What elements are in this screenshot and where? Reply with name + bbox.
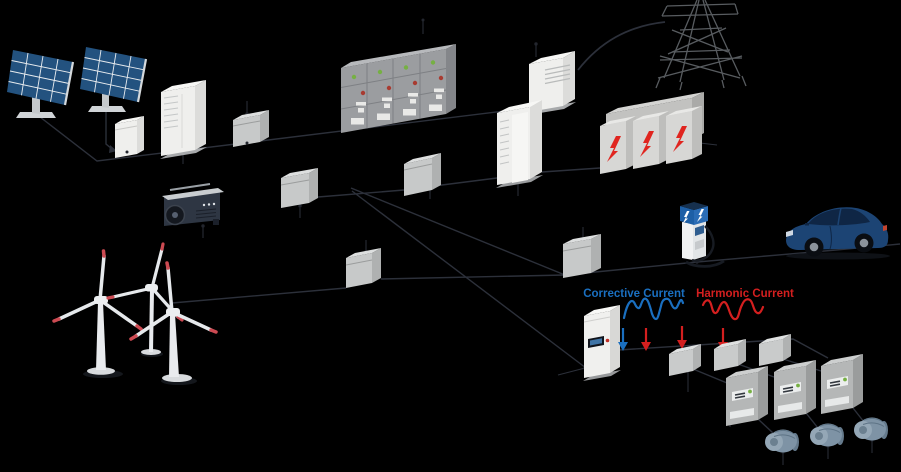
harmonic-current-label: Harmonic Current bbox=[696, 288, 794, 300]
junction-box-icon bbox=[232, 110, 269, 147]
central-inverter-icon bbox=[496, 100, 543, 188]
current-annotations: Corrective Current Harmonic Current bbox=[583, 288, 794, 351]
lightning-bolt-icon bbox=[697, 209, 704, 222]
harmonic-current-wave bbox=[701, 298, 765, 321]
breaker-box-icon bbox=[759, 334, 791, 366]
vfd-drive-icon bbox=[773, 359, 817, 421]
diesel-generator-icon bbox=[162, 183, 224, 226]
red-led-icons bbox=[360, 75, 444, 96]
leader-lines bbox=[182, 20, 873, 465]
diagonal-bus-to-junction bbox=[350, 187, 566, 276]
solar-panel-icon bbox=[7, 50, 75, 118]
solar-array bbox=[7, 47, 148, 153]
connection-dots bbox=[181, 18, 874, 454]
load-breaker-boxes bbox=[669, 334, 791, 376]
lightning-bolt-icon bbox=[673, 126, 687, 152]
red-led-icon bbox=[605, 338, 610, 343]
energy-storage-units bbox=[600, 92, 704, 174]
motor-icon bbox=[853, 417, 889, 441]
junction-box-icon bbox=[345, 248, 381, 288]
junction-box-icon bbox=[562, 234, 601, 278]
grid-power-line-curve bbox=[577, 21, 666, 71]
lightning-bolt-icon bbox=[682, 211, 690, 224]
diagonal-bus-to-ahf bbox=[351, 190, 587, 369]
breaker-box-icon bbox=[669, 344, 701, 376]
energy-storage-icon bbox=[666, 106, 702, 164]
grid-transformer-icon bbox=[528, 51, 576, 115]
blue-flow-arrow-icon bbox=[618, 328, 628, 351]
wind-turbine-icon bbox=[129, 261, 218, 385]
junction-box-icon bbox=[280, 168, 318, 208]
wind-bus-line bbox=[171, 274, 566, 304]
vfd-drives bbox=[725, 353, 864, 427]
string-inverter-icon bbox=[160, 80, 207, 159]
ev-charging-station-icon bbox=[680, 202, 725, 268]
solar-panel-icon bbox=[80, 47, 148, 112]
connection-lines bbox=[39, 21, 901, 434]
junction-box-icon bbox=[403, 153, 441, 196]
lightning-bolt-icon bbox=[640, 131, 654, 157]
transmission-tower-icon bbox=[655, 0, 747, 91]
lightning-bolt-icon bbox=[607, 136, 621, 162]
inverter-to-storage-line bbox=[541, 167, 601, 173]
motor-icon bbox=[764, 429, 800, 453]
motors bbox=[764, 417, 889, 453]
energy-storage-icon bbox=[633, 111, 669, 169]
energy-storage-icon bbox=[600, 116, 636, 174]
solar2-feeder-line bbox=[105, 107, 113, 150]
motor-icon bbox=[809, 423, 845, 447]
vfd-drive-icon bbox=[725, 365, 769, 427]
vfd-to-motor-lines bbox=[757, 407, 865, 434]
load-bus-line bbox=[617, 338, 829, 359]
active-harmonic-filter-icon bbox=[583, 305, 621, 381]
red-flow-arrow-icon bbox=[677, 326, 687, 349]
corrective-current-label: Corrective Current bbox=[583, 288, 685, 300]
solar-main-bus-line bbox=[39, 107, 530, 162]
wind-turbines bbox=[52, 242, 218, 385]
wind-turbine-icon bbox=[52, 249, 143, 378]
red-flow-arrow-icon bbox=[641, 328, 651, 351]
corrective-current-wave bbox=[622, 297, 685, 321]
battery-cabinet-icon bbox=[114, 116, 144, 158]
switchgear-panels-icon bbox=[340, 44, 456, 133]
vfd-drive-icon bbox=[820, 353, 864, 415]
electric-car-icon bbox=[786, 207, 890, 260]
green-led-icons bbox=[351, 60, 436, 80]
